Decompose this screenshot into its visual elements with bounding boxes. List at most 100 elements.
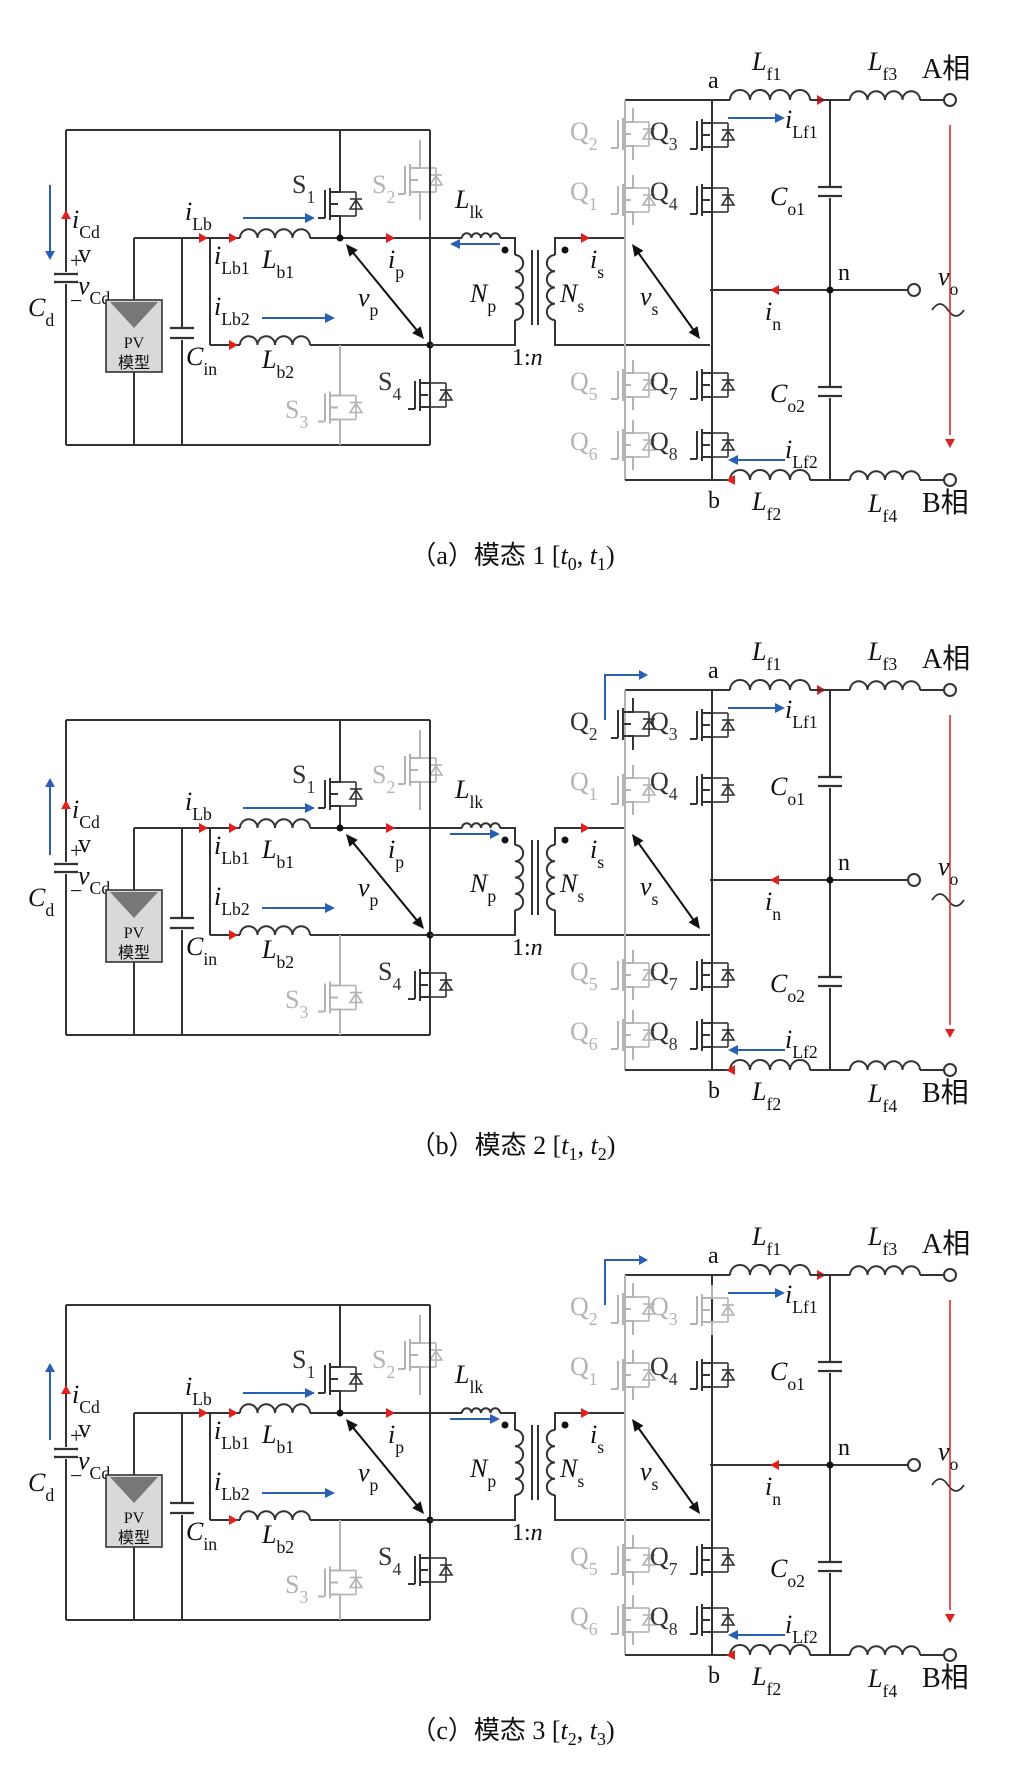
lf3-label: Lf3	[867, 637, 897, 674]
np-label: Np	[469, 279, 496, 316]
caption-part: 2	[597, 1144, 607, 1165]
ilb2-red-arrow	[229, 1515, 238, 1525]
switch-s3	[318, 1545, 364, 1620]
node-b-label: b	[708, 488, 720, 514]
ilf1-label: iLf1	[785, 695, 818, 732]
lf1-label: Lf1	[751, 1222, 781, 1259]
switch-q6	[611, 420, 657, 470]
junction-a-dot	[336, 234, 344, 242]
pv-label-model: 模型	[118, 1529, 150, 1547]
icd-label: iCd	[72, 1380, 100, 1417]
q5-label: Q5	[570, 1542, 598, 1579]
lb1-label: Lb1	[261, 835, 294, 872]
ilb-red-arrow	[199, 1408, 208, 1418]
cin-label: Cin	[186, 1517, 217, 1554]
q3-label: Q3	[650, 117, 678, 154]
q6-label: Q6	[570, 1602, 598, 1639]
co2-label: Co2	[770, 1554, 805, 1591]
icd-red-arrow	[61, 210, 71, 219]
vo-arrowhead	[945, 439, 955, 448]
s2-label: S2	[372, 760, 395, 797]
node-b-label: b	[708, 1078, 720, 1104]
ilf1-label: iLf1	[785, 105, 818, 142]
q7-label: Q7	[650, 367, 678, 404]
lf4-label: Lf4	[867, 1664, 897, 1701]
wire-ns-top	[554, 1412, 625, 1430]
in-label: in	[765, 297, 781, 334]
in-label: in	[765, 1472, 781, 1509]
turns-ratio: 1:n	[512, 935, 543, 961]
ilf1-label: iLf1	[785, 1280, 818, 1317]
inductor-lb2	[239, 335, 311, 346]
ilf2-label: iLf2	[785, 435, 818, 472]
q3-label: Q3	[650, 707, 678, 744]
ilf2-flow-arrow	[728, 455, 785, 465]
label: v	[78, 239, 91, 268]
cin-label: Cin	[186, 342, 217, 379]
lf2-label: Lf2	[751, 487, 781, 524]
icd-arrowhead	[45, 251, 55, 260]
ilb-label: iLb	[185, 1372, 212, 1409]
co2-label: Co2	[770, 969, 805, 1006]
s2-label: S2	[372, 1345, 395, 1382]
lf3-label: Lf3	[867, 47, 897, 84]
s2-label: S2	[372, 170, 395, 207]
lb1-label: Lb1	[261, 245, 294, 282]
junction-a-dot	[336, 824, 344, 832]
caption-part: ,	[576, 1716, 590, 1745]
vo-label: vo	[938, 262, 959, 299]
caption-part: )	[606, 1716, 615, 1745]
switch-s4	[408, 360, 454, 430]
switch-q7	[690, 360, 736, 410]
ilb1-flow-arrow	[243, 1388, 315, 1398]
caption-part: 2	[567, 1729, 577, 1750]
ns-label: Ns	[559, 1454, 584, 1491]
ilb-red-arrow	[199, 233, 208, 243]
icd-arrowhead	[45, 1363, 55, 1372]
caption-part: t	[589, 1716, 597, 1745]
junction-n-dot	[826, 286, 834, 294]
switch-q8	[690, 1595, 736, 1645]
switch-q5	[611, 1535, 657, 1585]
turns-ratio: 1:n	[512, 1520, 543, 1546]
inductor-lf1	[729, 1264, 811, 1276]
switch-s1	[318, 1345, 364, 1413]
s3-label: S3	[285, 985, 308, 1022]
inductor-lf3	[849, 680, 921, 691]
ilb1-flow-arrow	[243, 213, 315, 223]
switch-q5	[611, 950, 657, 1000]
ilf2-red-arrow	[726, 1065, 735, 1075]
terminal-b	[943, 1063, 957, 1077]
ip-label: ip	[388, 245, 404, 282]
ns-polarity-dot	[561, 246, 569, 254]
terminal-b	[943, 473, 957, 487]
switch-q2	[611, 698, 657, 750]
cd-label: Cd	[28, 1468, 54, 1505]
vs-arrow	[632, 834, 700, 929]
q1-label: Q1	[570, 767, 598, 804]
vp-label: vp	[358, 283, 379, 320]
ilf2-red-arrow	[726, 1650, 735, 1660]
co1-label: Co1	[770, 1357, 805, 1394]
switch-s4	[408, 1535, 454, 1605]
junction-n-dot	[826, 876, 834, 884]
ilb1-red-arrow	[229, 823, 238, 833]
q2-label: Q2	[570, 117, 598, 154]
caption-part: t	[560, 541, 568, 570]
vo-arrowhead	[945, 1029, 955, 1038]
caption-part: （a）模态 1 [	[410, 541, 561, 570]
lf2-label: Lf2	[751, 1077, 781, 1114]
ilf1-flow-arrow	[728, 113, 785, 123]
q2-label: Q2	[570, 1292, 598, 1329]
inductor-llk	[461, 232, 501, 239]
inductor-lb2	[239, 1510, 311, 1521]
co1-label: Co1	[770, 772, 805, 809]
switch-q2	[611, 1283, 657, 1335]
q7-label: Q7	[650, 957, 678, 994]
is-red-arrow	[581, 1408, 590, 1418]
ilf2-flow-arrow	[728, 1630, 785, 1640]
caption-part: 0	[567, 554, 577, 575]
ilb1-red-arrow	[229, 1408, 238, 1418]
switch-q1	[611, 765, 657, 815]
